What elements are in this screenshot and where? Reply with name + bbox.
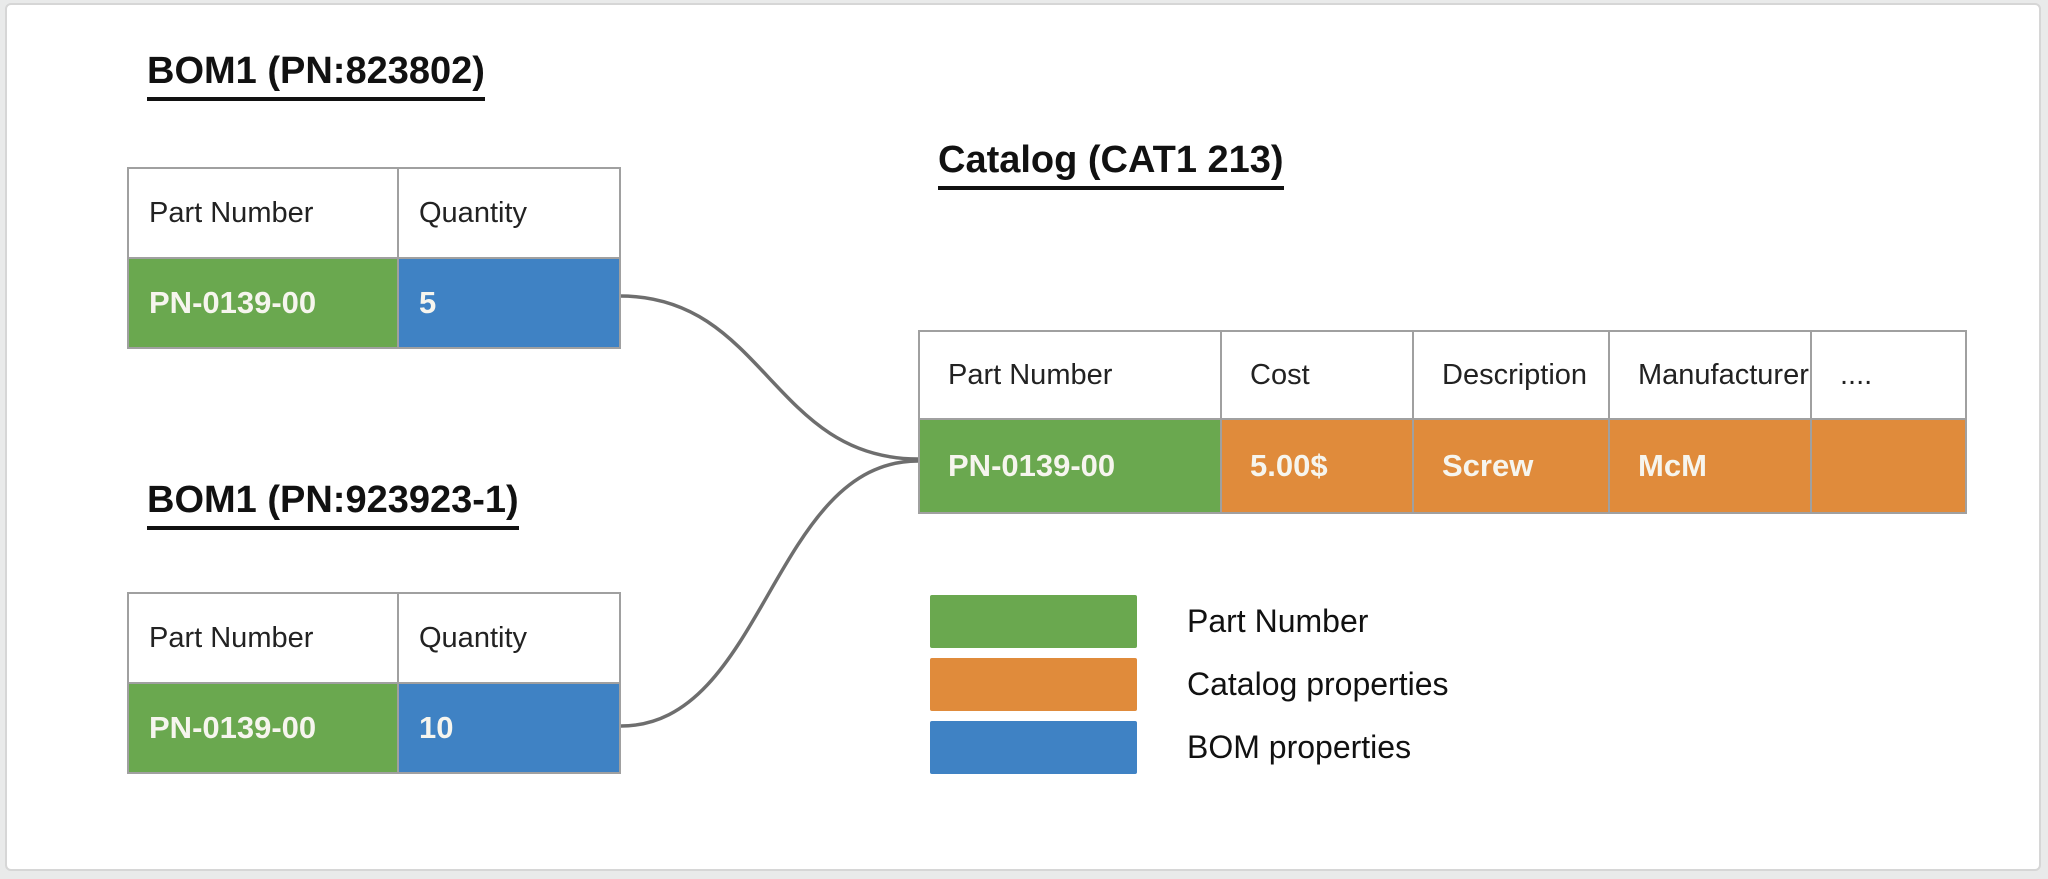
legend: Part Number Catalog properties BOM prope… [930,595,1448,774]
bom2-table: Part Number Quantity PN-0139-00 10 [127,592,621,774]
bom1-table: Part Number Quantity PN-0139-00 5 [127,167,621,349]
catalog-cell-description: Screw [1414,420,1610,514]
catalog-title: Catalog (CAT1 213) [938,139,1284,190]
bom1-title: BOM1 (PN:823802) [147,50,485,101]
catalog-header-cost: Cost [1222,332,1414,420]
catalog-header-manufacturer: Manufacturer [1610,332,1812,420]
legend-label-bom-properties: BOM properties [1187,729,1412,765]
legend-row-part-number: Part Number [930,595,1448,648]
legend-swatch-part-number [930,595,1137,648]
legend-row-catalog-properties: Catalog properties [930,658,1448,711]
bom2-header-part-number: Part Number [129,594,399,684]
legend-row-bom-properties: BOM properties [930,721,1448,774]
legend-label-catalog-properties: Catalog properties [1187,666,1449,702]
bom2-cell-quantity: 10 [399,684,621,774]
catalog-header-description: Description [1414,332,1610,420]
bom1-cell-part-number: PN-0139-00 [129,259,399,349]
legend-swatch-bom-properties [930,721,1137,774]
bom2-header-quantity: Quantity [399,594,621,684]
catalog-header-part-number: Part Number [920,332,1222,420]
catalog-cell-part-number: PN-0139-00 [920,420,1222,514]
legend-label-part-number: Part Number [1187,603,1369,639]
bom1-cell-quantity: 5 [399,259,621,349]
legend-swatch-catalog-properties [930,658,1137,711]
bom2-cell-part-number: PN-0139-00 [129,684,399,774]
catalog-cell-cost: 5.00$ [1222,420,1414,514]
catalog-header-more: .... [1812,332,1967,420]
catalog-cell-more [1812,420,1967,514]
bom2-title: BOM1 (PN:923923-1) [147,479,519,530]
catalog-table: Part Number Cost Description Manufacture… [918,330,1967,514]
bom1-header-quantity: Quantity [399,169,621,259]
catalog-cell-manufacturer: McM [1610,420,1812,514]
bom1-header-part-number: Part Number [129,169,399,259]
